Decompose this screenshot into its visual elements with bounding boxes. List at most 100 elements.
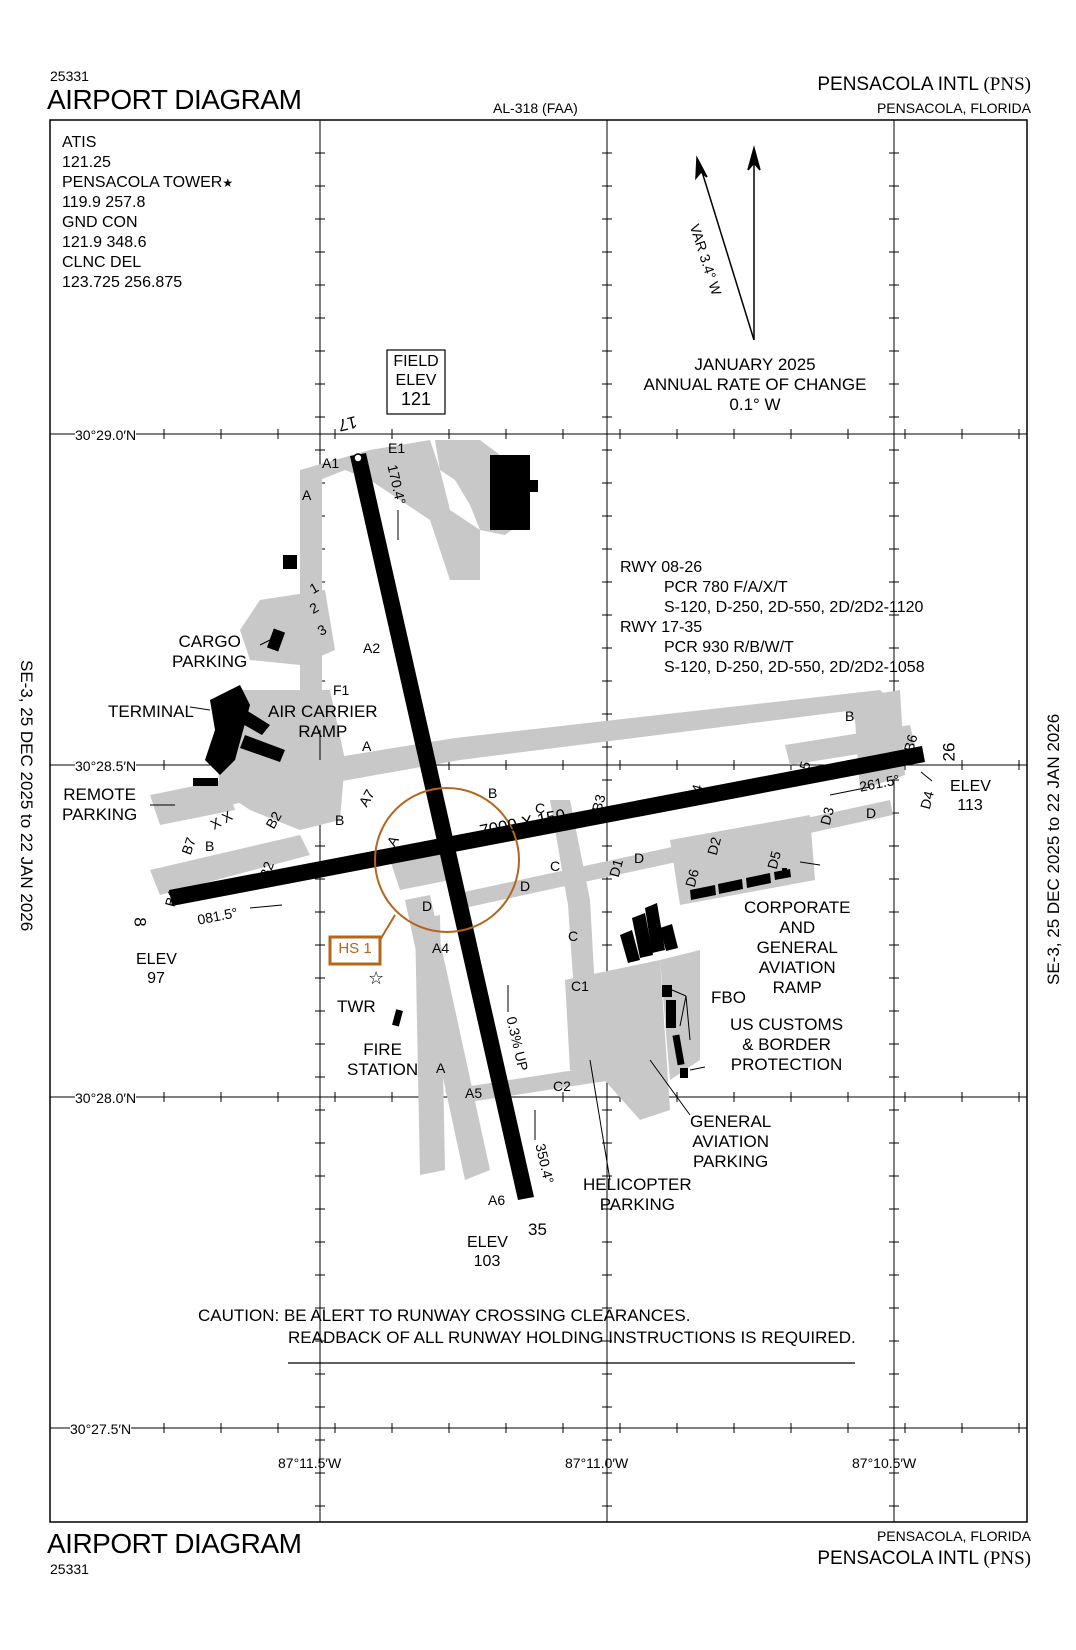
taxiway-d-west-label: D [520,878,531,894]
lon-label-11-0: 87°11.0′W [565,1455,629,1471]
part-time-star-icon: ★ [222,176,234,190]
taxiway-b-east-label: B [845,708,855,724]
rwy-08-26-label: RWY 08-26 [620,559,703,576]
elev-rwy-26: ELEV 113 [950,777,991,815]
field-elevation: FIELD ELEV 121 [387,352,445,409]
taxiway-f1-label: F1 [333,682,350,698]
taxiway-a6-label: A6 [488,1192,506,1208]
footer-location: PENSACOLA, FLORIDA [876,1528,1031,1544]
tower-label: TWR [337,997,376,1016]
caution-line-2: READBACK OF ALL RUNWAY HOLDING INSTRUCTI… [288,1328,856,1347]
terminal-concourse-2 [240,735,285,762]
taxiway-c-north-label: C [535,800,546,816]
chart-code: AL-318 (FAA) [493,100,578,116]
lat-label-29-0: 30°29.0′N [75,427,137,443]
taxiway-a2-label: A2 [363,640,381,656]
taxiway-c-south-label: C [568,928,579,944]
runway-08-label: 8 [130,917,150,927]
lat-label-28-0: 30°28.0′N [75,1090,137,1106]
field-elev-value: 121 [400,389,432,409]
hot-spot-label: HS 1 [338,940,372,957]
hangar-1 [690,885,716,900]
taxiway-b-west-label: B [335,812,345,828]
runway-17-threshold-light [353,453,363,463]
ground-frequency: 121.9 348.6 [62,234,147,251]
terminal-concourse-1 [232,705,270,735]
clearance-label: CLNC DEL [62,254,142,271]
elev-rwy-26-label: ELEV [950,778,991,795]
rwy-08-26-pcr: PCR 780 F/A/X/T [664,579,788,596]
footer-airport-id: (PNS) [983,1548,1031,1569]
airport-id: (PNS) [983,74,1031,95]
lon-label-10-5: 87°10.5′W [852,1455,917,1471]
taxiway-a-south-2 [415,915,445,1175]
taxiway-a-south-label: A [436,1060,446,1076]
helicopter-parking-label: HELICOPTER PARKING [583,1175,692,1214]
rwy-17-35-label: RWY 17-35 [620,619,703,636]
hot-spot-box [328,935,382,966]
field-elev-label-1: FIELD [393,353,439,370]
map-frame [49,119,1028,1523]
customs-building [680,1068,688,1078]
hangar-2 [718,879,743,894]
leader-lines [150,510,933,1181]
tower-star-icon: ☆ [368,968,385,988]
atis-frequency: 121.25 [62,154,111,171]
ga-hangar-3 [645,903,665,953]
atis-label: ATIS [62,134,97,151]
variation-rate: 0.1° W [729,395,781,414]
footer-doc-number: 25331 [50,1561,89,1577]
ga-hangar-2 [632,913,653,958]
elev-rwy-08: ELEV 97 [136,950,177,988]
hot-spot-leader [379,914,396,941]
lat-label-28-5: 30°28.5′N [75,758,137,774]
airport-name: PENSACOLA INTL [817,74,979,95]
general-aviation-ramp [565,960,670,1120]
elev-rwy-35: ELEV 103 [467,1233,508,1271]
fbo-label: FBO [711,988,746,1007]
lat-label-27-5: 30°27.5′N [70,1421,132,1437]
runway-35-label: 35 [528,1220,547,1239]
rwy-17-35-weights: S-120, D-250, 2D-550, 2D/2D2-1058 [664,659,925,676]
fbo-building-1 [662,985,672,997]
field-elev-box [386,349,446,415]
buildings [193,455,791,1078]
taxiway-b [175,690,895,815]
airport-title: PENSACOLA INTL (PNS) [817,74,1031,96]
page-title: AIRPORT DIAGRAM [47,84,302,115]
magnetic-north-arrow [695,155,708,181]
cargo-ramp [240,590,335,665]
building-cargo-2 [266,628,286,652]
elev-rwy-26-value: 113 [957,797,983,814]
taxiway-c1-label: C1 [571,978,589,994]
doc-number: 25331 [50,68,89,84]
fbo-building-2 [666,1000,676,1028]
hangar-5 [782,868,787,877]
taxiway-d-east-label: D [866,805,877,821]
airport-location: PENSACOLA, FLORIDA [876,100,1031,116]
ground-label: GND CON [62,214,138,231]
corporate-ramp [670,815,815,905]
caution-line-1: CAUTION: BE ALERT TO RUNWAY CROSSING CLE… [198,1306,691,1325]
taxiway-a-label: A [362,738,372,754]
building-ne [490,455,530,530]
building-cargo-1 [283,555,297,569]
runway-08-26 [169,746,925,906]
elev-rwy-08-label: ELEV [136,951,177,968]
tower-label: PENSACOLA TOWER [62,174,223,191]
ga-hangar-4 [660,924,678,951]
elev-rwy-08-value: 97 [147,970,165,987]
taxiway-b-near-remote-label: B [205,838,215,854]
taxiway-d-hs-label: D [422,898,433,914]
elev-rwy-35-value: 103 [473,1253,501,1270]
tower-frequency: 119.9 257.8 [62,194,146,211]
runways [169,453,925,1200]
runway-info: RWY 08-26 PCR 780 F/A/X/T S-120, D-250, … [620,558,925,678]
elev-rwy-35-label: ELEV [467,1234,508,1251]
taxiway-a5-label: A5 [465,1085,483,1101]
taxiway-a-north [300,440,480,580]
rwy-17-35-pcr: PCR 930 R/B/W/T [664,639,794,656]
taxiway-d-mid-label: D [634,850,645,866]
fbo-ramp [660,950,700,1080]
